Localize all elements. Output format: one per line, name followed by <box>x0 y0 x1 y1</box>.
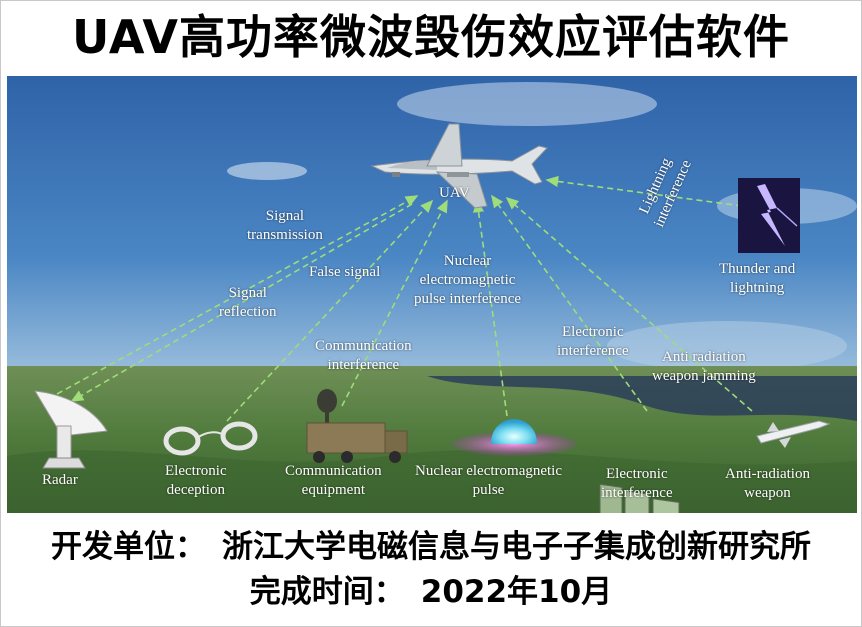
arrow-uav-to-radar <box>70 203 413 402</box>
developer-label: 开发单位： <box>51 529 206 565</box>
cloud <box>397 82 657 126</box>
arrow-group <box>56 175 753 422</box>
arrow-emp-to-uav <box>473 199 508 417</box>
jammer-panels-icon <box>599 483 680 513</box>
arrow-electronic-to-uav <box>491 194 648 412</box>
date-line: 完成时间： 2022年10月 <box>0 570 862 614</box>
nuclear-emp-label: Nuclear electromagnetic pulse <box>415 463 562 498</box>
date-label: 完成时间： <box>249 574 405 610</box>
arrow-comm-to-uav <box>341 199 448 407</box>
cloud <box>607 321 847 371</box>
date-value: 2022年10月 <box>420 574 613 610</box>
developer-value: 浙江大学电磁信息与电子子集成创新研究所 <box>222 529 811 565</box>
uav-scenario-diagram: UAV Signal transmission False signal Sig… <box>7 76 857 513</box>
anti-radiation-weapon-label: Anti-radiation weapon <box>725 466 810 501</box>
uav-drone-icon <box>370 123 548 209</box>
developer-line: 开发单位： 浙江大学电磁信息与电子子集成创新研究所 <box>0 525 862 569</box>
missile-icon <box>756 420 831 448</box>
lightning-icon <box>738 178 800 253</box>
electronic-interference-link-label: Electronic interference <box>557 324 629 359</box>
communication-truck-icon <box>306 389 408 463</box>
electronic-interference-label: Electronic interference <box>601 466 673 501</box>
arrow-radar-to-uav <box>56 195 419 395</box>
emp-dome-icon <box>452 419 576 456</box>
diagram-canvas <box>7 76 857 513</box>
electronic-deception-label: Electronic deception <box>165 463 227 498</box>
nuclear-emp-interference-label: Nuclear electromagnetic pulse interferen… <box>414 253 522 307</box>
communication-interference-label: Communication interference <box>315 338 412 373</box>
anti-radiation-jamming-label: Anti radiation weapon jamming <box>652 349 756 384</box>
thunder-lightning-label: Thunder and lightning <box>719 261 796 296</box>
arrow-deception-to-uav <box>226 199 434 422</box>
communication-equipment-label: Communication equipment <box>285 463 382 498</box>
radar-dish-icon <box>34 390 108 469</box>
false-signal-label: False signal <box>309 264 381 280</box>
signal-reflection-label: Signal reflection <box>219 285 277 320</box>
page-title: UAV高功率微波毁伤效应评估软件 <box>71 10 791 64</box>
radar-label: Radar <box>42 472 78 488</box>
cloud <box>227 162 307 180</box>
signal-transmission-label: Signal transmission <box>247 208 323 243</box>
handcuffs-icon <box>163 421 258 456</box>
arrow-antiradiation-to-uav <box>505 196 753 412</box>
uav-label: UAV <box>439 185 470 201</box>
arrow-lightning-to-uav <box>545 175 743 207</box>
